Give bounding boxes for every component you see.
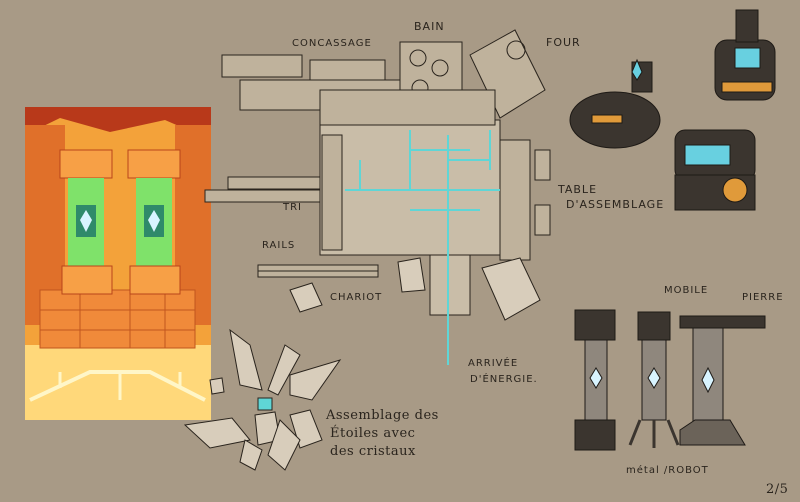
label-tri: TRI [283,202,303,213]
label-assemblage-3: des cristaux [330,444,416,459]
star-crystal-icon [183,328,342,471]
pillar-variant-icon [574,309,766,451]
robot-furnace-icon [569,9,776,211]
crystal-pillar-icon [25,107,211,420]
label-mobile: MOBILE [664,285,709,296]
label-rails: RAILS [262,240,296,251]
energy-lines [345,130,500,365]
label-concassage: CONCASSAGE [292,38,372,49]
label-table-1: TABLE [558,183,598,196]
label-metal-robot: métal /ROBOT [626,465,709,476]
label-four: FOUR [546,36,581,49]
label-bain: BAIN [414,20,445,33]
page-number: 2/5 [766,482,789,497]
label-chariot: CHARIOT [330,292,383,303]
label-assemblage-1: Assemblage des [326,408,439,423]
label-assemblage-2: Étoiles avec [330,426,416,441]
label-pierre: PIERRE [742,292,784,303]
label-arrivee-2: D'ÉNERGIE. [470,374,538,385]
label-arrivee-1: ARRIVÉE [468,358,519,369]
label-table-2: D'ASSEMBLAGE [566,198,665,211]
